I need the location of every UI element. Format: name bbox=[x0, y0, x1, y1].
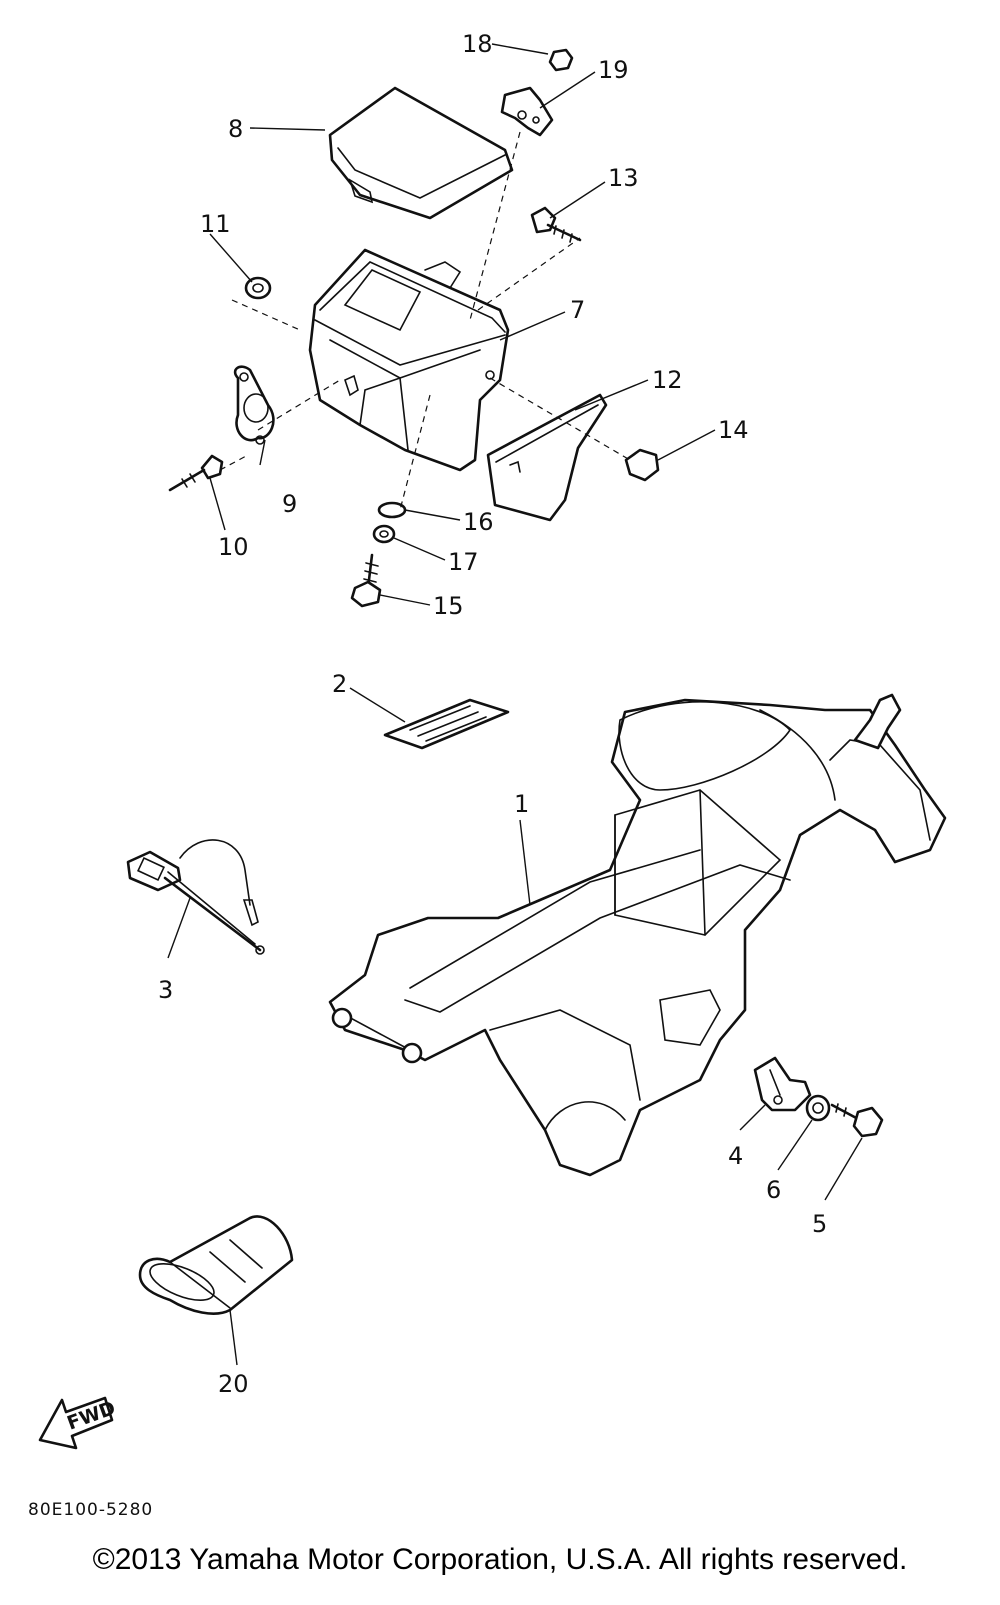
callout-16: 16 bbox=[463, 508, 494, 536]
callout-2: 2 bbox=[332, 670, 347, 698]
assembly-lines bbox=[219, 131, 631, 511]
callout-17: 17 bbox=[448, 548, 479, 576]
callout-3: 3 bbox=[158, 976, 173, 1004]
callout-1: 1 bbox=[514, 790, 529, 818]
callout-5: 5 bbox=[812, 1210, 827, 1238]
callout-labels: 8 18 19 13 11 7 12 14 9 10 16 17 15 2 1 … bbox=[158, 30, 827, 1398]
part-10-screw bbox=[168, 454, 224, 492]
part-11-grommet bbox=[244, 276, 272, 300]
copyright-notice: ©2013 Yamaha Motor Corporation, U.S.A. A… bbox=[92, 1543, 908, 1576]
callout-4: 4 bbox=[728, 1142, 743, 1170]
part-8-lid bbox=[328, 86, 514, 220]
callout-14: 14 bbox=[718, 416, 749, 444]
diagram-code: 80E100-5280 bbox=[28, 1500, 154, 1520]
part-12-plate bbox=[486, 393, 608, 522]
parts-diagram: FWD 8 18 19 13 bbox=[38, 30, 947, 1450]
callout-9: 9 bbox=[282, 490, 297, 518]
callout-7: 7 bbox=[570, 296, 585, 324]
callout-18: 18 bbox=[462, 30, 493, 58]
part-9-gasket bbox=[233, 365, 275, 445]
part-1-hull bbox=[328, 693, 947, 1177]
part-3-cable bbox=[126, 839, 265, 955]
callout-10: 10 bbox=[218, 533, 249, 561]
leader-lines bbox=[167, 43, 863, 1366]
part-19-bracket bbox=[500, 86, 554, 137]
fwd-arrow-icon: FWD bbox=[38, 1396, 118, 1450]
callout-12: 12 bbox=[652, 366, 683, 394]
callout-11: 11 bbox=[200, 210, 231, 238]
part-13-bolt bbox=[530, 206, 582, 243]
part-6-washer bbox=[805, 1094, 831, 1122]
part-7-box bbox=[308, 248, 510, 472]
part-20-sleeve bbox=[138, 1215, 294, 1315]
callout-13: 13 bbox=[608, 164, 639, 192]
callout-20: 20 bbox=[218, 1370, 249, 1398]
part-5-bolt bbox=[830, 1103, 884, 1138]
callout-19: 19 bbox=[598, 56, 629, 84]
part-2-label bbox=[383, 698, 510, 750]
part-4-bracket bbox=[753, 1056, 812, 1112]
part-17-washer bbox=[372, 524, 396, 544]
callout-6: 6 bbox=[766, 1176, 781, 1204]
callout-15: 15 bbox=[433, 592, 464, 620]
callout-8: 8 bbox=[228, 115, 243, 143]
part-18-nut bbox=[548, 48, 574, 72]
part-15-bolt bbox=[350, 553, 382, 608]
part-14-nut bbox=[624, 448, 660, 482]
